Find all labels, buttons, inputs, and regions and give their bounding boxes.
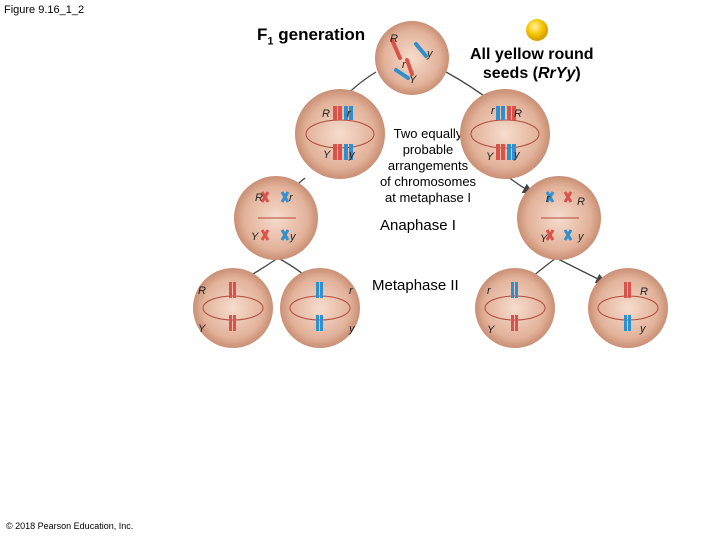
metaphase-ii-cell-2 — [280, 268, 360, 348]
allele-label: y — [577, 231, 585, 243]
arrangements-caption: Two equally probable arrangements of chr… — [366, 126, 490, 206]
allele-label: r — [491, 105, 496, 117]
allele-label: Y — [198, 323, 206, 335]
allele-label: Y — [486, 151, 494, 163]
f1-cell — [375, 21, 449, 95]
allele-label: R — [640, 286, 648, 298]
allele-label: y — [426, 48, 434, 60]
allele-label: Y — [323, 149, 331, 161]
f1-generation-title: F1 generation — [257, 25, 366, 48]
allele-label: y — [348, 323, 356, 335]
allele-label: y — [289, 231, 297, 243]
metaphase-ii-cell-1 — [193, 268, 273, 348]
anaphase-label: Anaphase I — [380, 217, 456, 234]
allele-label: r — [289, 192, 294, 204]
allele-label: r — [487, 285, 492, 297]
seeds-caption: All yellow round seeds (RrYy) — [470, 46, 594, 82]
yellow-seed-icon — [526, 19, 548, 41]
allele-label: Y — [409, 74, 417, 86]
allele-label: r — [349, 285, 354, 297]
allele-label: r — [546, 193, 551, 205]
allele-label: R — [322, 108, 330, 120]
metaphase-i-cell-right — [460, 89, 550, 179]
figure-label: Figure 9.16_1_2 — [4, 4, 85, 16]
allele-label: r — [347, 108, 352, 120]
allele-labels: R r y Y R r Y y r R Y y R r Y y r R Y y … — [198, 33, 648, 336]
anaphase-i-cell-right — [517, 176, 601, 260]
allele-label: R — [514, 108, 522, 120]
allele-label: R — [577, 196, 585, 208]
allele-label: y — [639, 323, 647, 335]
metaphase-ii-cell-3 — [475, 268, 555, 348]
allele-label: y — [513, 149, 521, 161]
metaphase-ii-cell-4 — [588, 268, 668, 348]
metaphase-label: Metaphase II — [372, 277, 459, 294]
allele-label: Y — [251, 231, 259, 243]
metaphase-i-cell-left — [295, 89, 385, 179]
allele-label: r — [402, 59, 407, 71]
allele-label: R — [255, 192, 263, 204]
anaphase-i-cell-left — [234, 176, 318, 260]
allele-label: R — [390, 33, 398, 45]
allele-label: y — [348, 149, 356, 161]
allele-label: Y — [540, 233, 548, 245]
copyright-notice: © 2018 Pearson Education, Inc. — [6, 521, 134, 531]
allele-label: R — [198, 285, 206, 297]
allele-label: Y — [487, 324, 495, 336]
